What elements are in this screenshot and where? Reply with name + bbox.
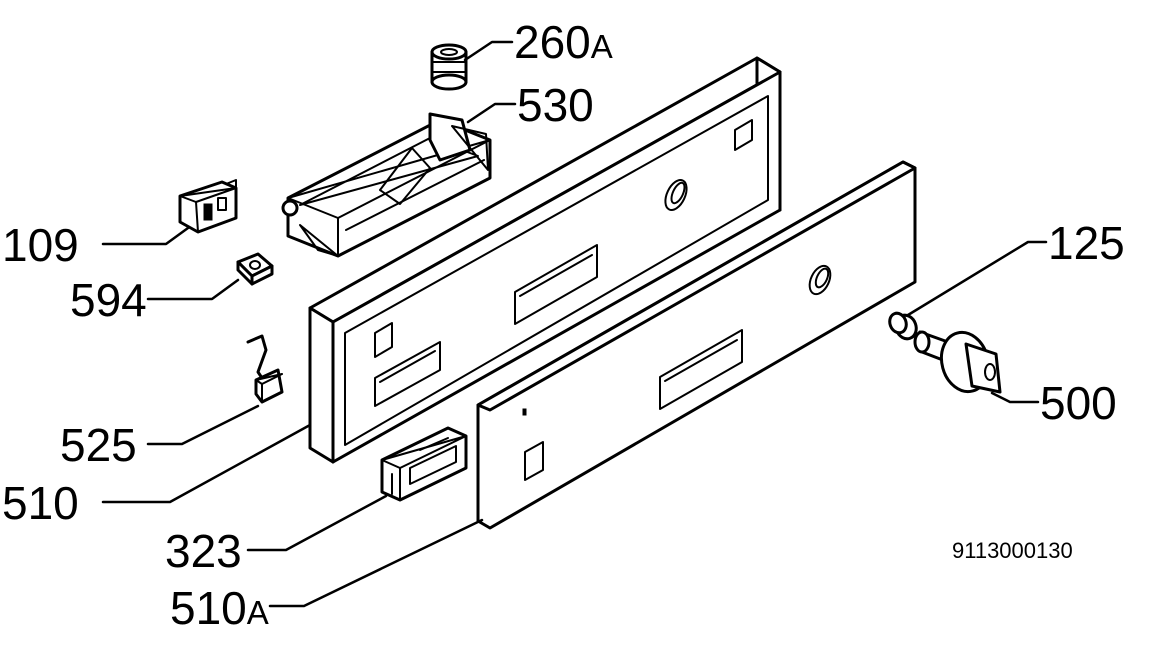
- leader-323: [246, 494, 388, 552]
- leader-500: [990, 391, 1040, 404]
- label-323: 323: [165, 525, 242, 577]
- label-125: 125: [1048, 217, 1125, 269]
- part-323-clip: [380, 426, 468, 502]
- panel-window-slot: [514, 244, 598, 325]
- facia-window-small: [524, 441, 544, 481]
- label-500: 500: [1040, 377, 1117, 429]
- label-260a: 260A: [514, 16, 613, 68]
- part-594-washer: [236, 252, 274, 286]
- leader-125: [906, 240, 1048, 317]
- part-510-control-panel: [308, 56, 782, 464]
- callout-labels: 260A 530 109 594 525 510 323 510A 125 50…: [2, 16, 1125, 634]
- panel-window-small: [374, 322, 393, 358]
- leader-594: [146, 278, 240, 301]
- leader-530: [466, 102, 517, 124]
- label-530: 530: [517, 79, 594, 131]
- leader-525: [146, 404, 260, 446]
- part-500-knob: [913, 330, 1002, 394]
- leader-260a: [463, 40, 514, 62]
- leader-109: [101, 226, 190, 246]
- label-594: 594: [70, 274, 147, 326]
- label-510a: 510A: [170, 582, 269, 634]
- part-530-bracket: [281, 112, 492, 258]
- document-number: 9113000130: [952, 538, 1073, 563]
- facia-hole: [808, 264, 832, 296]
- leader-510: [101, 423, 312, 504]
- panel-window-lower: [374, 341, 441, 407]
- leader-lines: [101, 40, 1048, 608]
- panel-hole: [664, 179, 688, 211]
- part-125-spacer: [888, 311, 918, 341]
- label-525: 525: [60, 419, 137, 471]
- part-260a-bush: [430, 43, 468, 91]
- panel-window-topright: [734, 119, 753, 151]
- facia-window-slot: [659, 329, 743, 410]
- label-510: 510: [2, 477, 79, 529]
- label-109: 109: [2, 219, 79, 271]
- part-525-lever: [246, 334, 284, 404]
- part-109-connector: [178, 179, 238, 234]
- leader-510a: [268, 518, 484, 608]
